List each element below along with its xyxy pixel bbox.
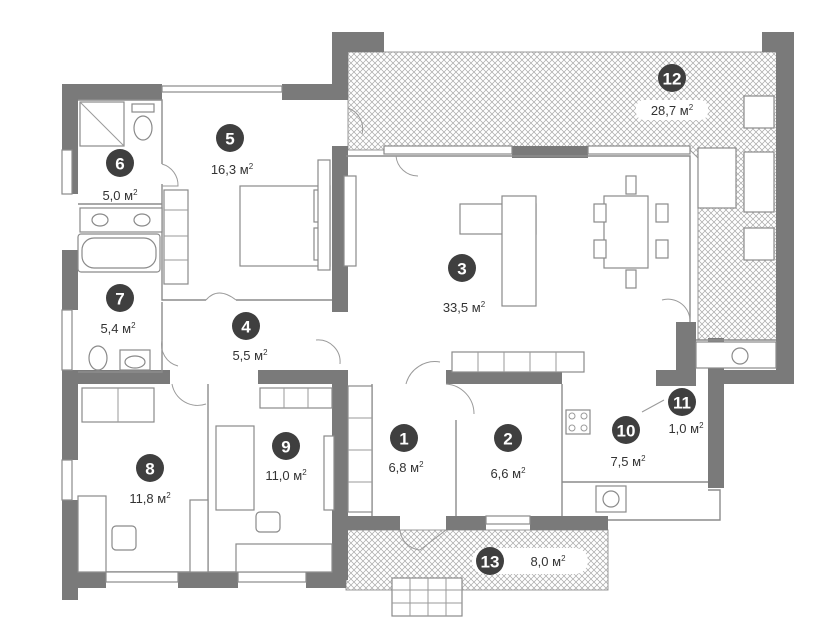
- room-6-area: 5,0 м2: [102, 188, 138, 203]
- terrace-12-furniture: [695, 95, 777, 369]
- room-3-label: 3 33,5 м2: [443, 254, 486, 315]
- room-13-label: 13 8,0 м2: [472, 547, 588, 575]
- bedroom-5-furniture: [163, 159, 331, 285]
- door-swings: [161, 107, 691, 551]
- bathroom-7-fixtures: [77, 233, 161, 371]
- room-8-furniture: [77, 387, 155, 573]
- room-6-label: 6 5,0 м2: [102, 149, 138, 203]
- room-7-area: 5,4 м2: [100, 321, 136, 336]
- walls: [62, 32, 794, 600]
- room-9-area: 11,0 м2: [265, 468, 307, 483]
- room-12-label: 12 28,7 м2: [636, 64, 708, 120]
- room-2-number: 2: [503, 430, 512, 449]
- room-labels: 1 6,8 м2 2 6,6 м2 3 33,5 м2 4 5,5 м2 5 1…: [100, 64, 708, 575]
- room-9-furniture: [189, 387, 335, 573]
- room-8-area: 11,8 м2: [129, 491, 171, 506]
- room-4-number: 4: [241, 318, 251, 337]
- room-11-area: 1,0 м2: [668, 421, 704, 436]
- room-5-label: 5 16,3 м2: [211, 124, 254, 177]
- room-8-number: 8: [145, 460, 154, 479]
- room-6-number: 6: [115, 155, 124, 174]
- room-outlines: [78, 99, 776, 573]
- room-2-area: 6,6 м2: [490, 466, 526, 481]
- room-7-number: 7: [115, 290, 124, 309]
- room-2-label: 2 6,6 м2: [490, 424, 526, 481]
- room-10-fixtures: [565, 409, 627, 513]
- room-5-area: 16,3 м2: [211, 162, 254, 177]
- room-8-label: 8 11,8 м2: [129, 454, 171, 506]
- room-1-area: 6,8 м2: [388, 460, 424, 475]
- room-1-number: 1: [399, 430, 408, 449]
- room-13-number: 13: [481, 553, 500, 572]
- room-9-number: 9: [281, 438, 290, 457]
- room-12-area: 28,7 м2: [651, 103, 694, 118]
- room-3-area: 33,5 м2: [443, 300, 486, 315]
- balcony-steps: [391, 577, 463, 617]
- room-5-number: 5: [225, 130, 234, 149]
- room-7-label: 7 5,4 м2: [100, 284, 136, 336]
- room-10-area: 7,5 м2: [610, 454, 646, 469]
- room-1-label: 1 6,8 м2: [388, 424, 424, 475]
- living-3-furniture: [343, 175, 669, 373]
- room-4-area: 5,5 м2: [232, 348, 268, 363]
- room-12-number: 12: [663, 70, 682, 89]
- room-3-number: 3: [457, 260, 466, 279]
- room-10-label: 10 7,5 м2: [610, 416, 646, 469]
- room-11-label: 11 1,0 м2: [668, 388, 704, 436]
- room-1-furniture: [347, 385, 373, 513]
- room-4-label: 4 5,5 м2: [232, 312, 268, 363]
- room-9-label: 9 11,0 м2: [265, 432, 307, 483]
- room-11-number: 11: [673, 394, 691, 413]
- bathroom-6-fixtures: [79, 101, 163, 233]
- windows: [61, 85, 691, 583]
- room-10-number: 10: [617, 422, 636, 441]
- room-13-area: 8,0 м2: [530, 554, 566, 569]
